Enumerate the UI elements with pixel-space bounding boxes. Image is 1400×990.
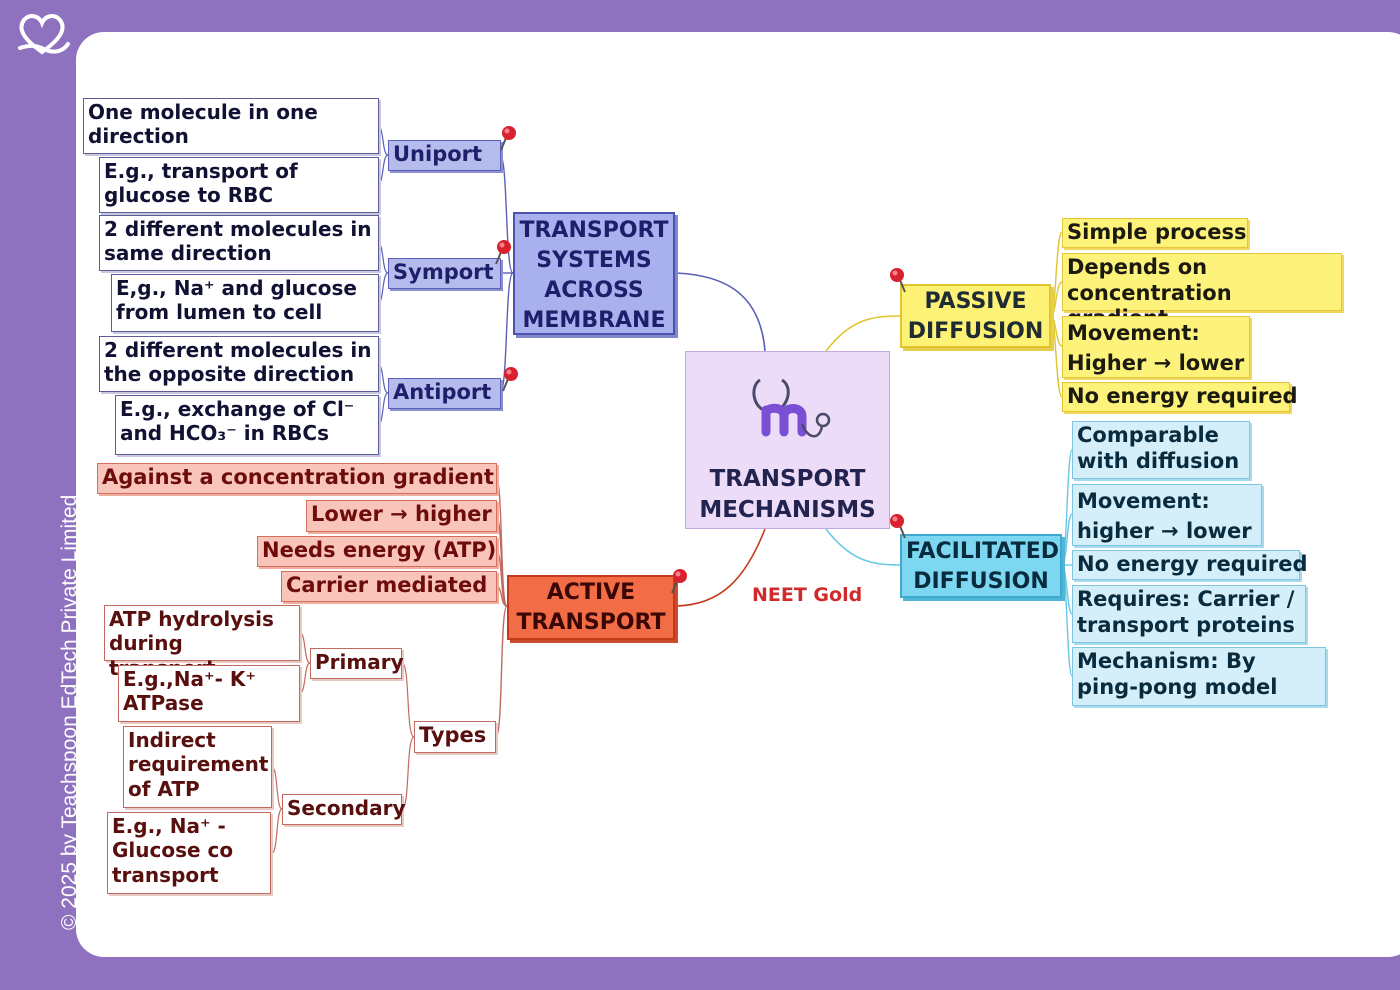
- antiport-example: E.g., exchange of Cl⁻ and HCO₃⁻ in RBCs: [115, 395, 379, 455]
- stethoscope-logo-icon: [752, 378, 831, 438]
- facilitated-point-mechanism: Mechanism: By ping-pong model: [1072, 647, 1326, 706]
- antiport-definition: 2 different molecules in the opposite di…: [99, 336, 379, 392]
- primary-example: E.g.,Na⁺- K⁺ ATPase: [118, 665, 300, 722]
- active-point-gradient: Against a concentration gradient: [97, 463, 497, 494]
- transport-systems-node: TRANSPORT SYSTEMS ACROSS MEMBRANE: [513, 212, 675, 335]
- symport-example: E,g., Na⁺ and glucose from lumen to cell: [111, 274, 379, 332]
- pushpin-icon: [495, 240, 511, 265]
- neet-gold-tag: NEET Gold: [752, 584, 863, 606]
- heart-logo-icon: [18, 14, 70, 55]
- passive-diffusion-node: PASSIVE DIFFUSION: [900, 284, 1051, 348]
- facilitated-point-movement: Movement: higher → lower: [1072, 484, 1262, 546]
- facilitated-point-energy: No energy required: [1072, 550, 1308, 580]
- facilitated-point-carrier: Requires: Carrier / transport proteins: [1072, 585, 1306, 643]
- passive-point-simple: Simple process: [1062, 218, 1248, 248]
- pushpin-icon: [890, 514, 906, 539]
- passive-point-energy: No energy required: [1062, 382, 1298, 412]
- active-transport-node: ACTIVE TRANSPORT: [507, 575, 675, 640]
- secondary-definition: Indirect requirement of ATP: [123, 726, 272, 808]
- central-node: TRANSPORT MECHANISMS: [685, 351, 890, 529]
- active-point-carrier: Carrier mediated: [281, 571, 497, 602]
- types-node: Types: [414, 721, 496, 753]
- facilitated-diffusion-node: FACILITATED DIFFUSION: [900, 534, 1062, 598]
- symport-node: Symport: [388, 258, 501, 289]
- uniport-node: Uniport: [388, 140, 501, 171]
- primary-node: Primary: [310, 648, 404, 679]
- active-point-direction: Lower → higher: [306, 500, 497, 532]
- central-node-title: TRANSPORT MECHANISMS: [699, 466, 876, 524]
- secondary-example: E.g., Na⁺ - Glucose co transport: [107, 812, 271, 894]
- antiport-node: Antiport: [388, 378, 501, 409]
- pushpin-icon: [671, 569, 687, 594]
- symport-definition: 2 different molecules in same direction: [99, 215, 379, 271]
- primary-definition: ATP hydrolysis during transport: [104, 605, 300, 680]
- active-point-energy: Needs energy (ATP): [257, 536, 497, 567]
- passive-point-movement: Movement: Higher → lower: [1062, 316, 1250, 378]
- pushpin-icon: [500, 126, 516, 151]
- secondary-node: Secondary: [282, 794, 406, 825]
- passive-point-gradient: Depends on concentration gradient: [1062, 253, 1342, 330]
- pushpin-icon: [890, 268, 906, 293]
- pushpin-icon: [502, 367, 518, 392]
- facilitated-point-comparable: Comparable with diffusion: [1072, 421, 1250, 479]
- uniport-definition: One molecule in one direction: [83, 98, 379, 154]
- uniport-example: E.g., transport of glucose to RBC: [99, 157, 379, 213]
